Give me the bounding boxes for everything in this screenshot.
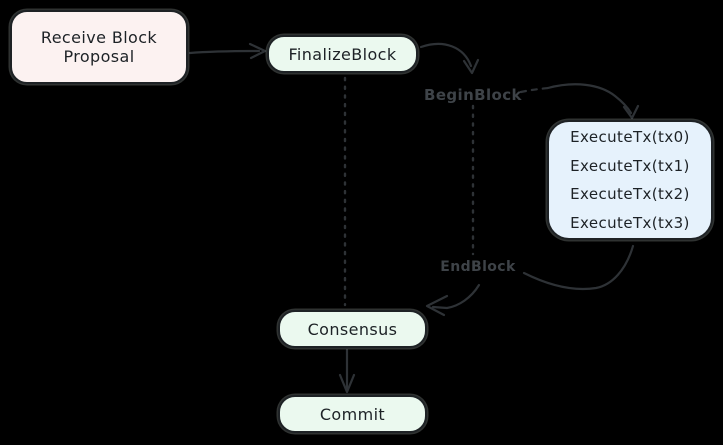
node-label: Consensus [307,319,398,339]
executetx-line: ExecuteTx(tx2) [570,185,690,203]
arrowhead-beginblock-to-executetx [622,104,640,120]
arrowhead-finalizeblock-to-beginblock [462,58,480,75]
arrow-beginblock-to-executetx [546,83,633,115]
node-receive-block-proposal: Receive Block Proposal [10,10,188,84]
arrow-finalizeblock-to-beginblock [419,42,473,68]
arrow-beginblock-dash-start [519,86,550,94]
executetx-line: ExecuteTx(tx0) [570,128,690,146]
arrowhead-receive-to-finalizeblock [248,42,267,60]
arrowhead-consensus-to-commit [338,373,356,394]
curve-executetx-to-endblock [522,244,635,290]
node-label-line: Receive Block [40,28,158,47]
arrow-receive-to-finalizeblock [188,49,261,55]
label-beginblock: BeginBlock [424,86,522,104]
node-executetx-list: ExecuteTx(tx0) ExecuteTx(tx1) ExecuteTx(… [547,120,713,240]
node-commit: Commit [278,395,427,433]
label-endblock: EndBlock [440,259,516,275]
executetx-line: ExecuteTx(tx1) [570,156,690,175]
node-finalizeblock: FinalizeBlock [267,35,418,73]
node-consensus: Consensus [278,310,427,348]
arrow-endblock-to-consensus [431,283,481,310]
executetx-line: ExecuteTx(tx3) [570,213,690,232]
node-label: FinalizeBlock [288,44,397,64]
arrowhead-endblock-to-consensus [425,294,449,317]
node-label: Commit [319,404,386,424]
node-label-line: Proposal [63,47,135,66]
